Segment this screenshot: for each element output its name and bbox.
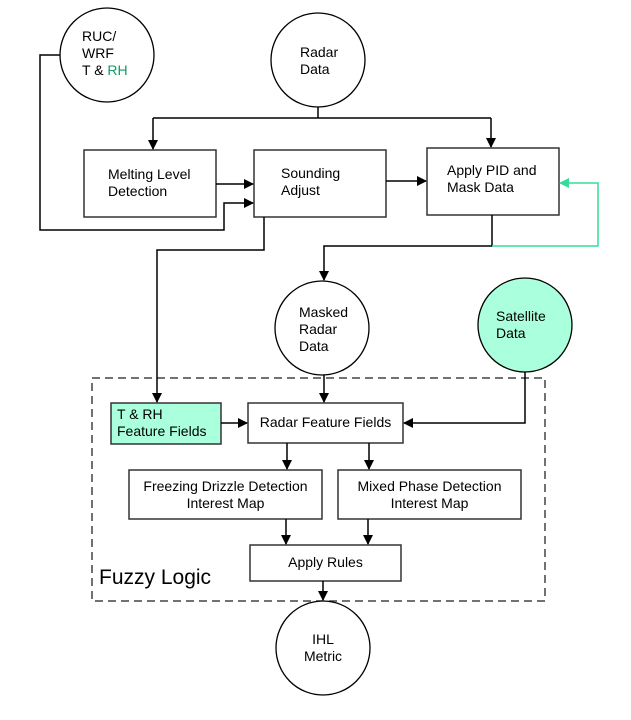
- masked-radar-label: Masked Radar Data: [299, 304, 348, 355]
- apply-pid-line2: Mask Data: [447, 179, 514, 195]
- ihl-metric-line2: Metric: [303, 648, 343, 664]
- freezing-drizzle-line1: Freezing Drizzle Detection: [143, 478, 308, 494]
- apply-pid-box: [426, 147, 560, 216]
- freezing-drizzle-label: Freezing Drizzle Detection Interest Map: [129, 478, 322, 512]
- apply-rules-line1: Apply Rules: [288, 554, 363, 570]
- masked-radar-line1: Masked: [299, 304, 349, 320]
- apply-pid-label: Apply PID and Mask Data: [447, 162, 537, 196]
- melting-level-line2: Detection: [108, 183, 168, 199]
- ruc-wrf-t-text: T &: [82, 62, 108, 78]
- radar-data-label: Radar Data: [300, 44, 338, 78]
- apply-rules-box: [249, 544, 402, 582]
- masked-radar-line2: Radar: [299, 321, 338, 337]
- ruc-wrf-label: RUC/ WRF T & RH: [82, 28, 128, 79]
- mixed-phase-label: Mixed Phase Detection Interest Map: [338, 478, 521, 512]
- trh-fields-line1: T & RH: [117, 406, 163, 422]
- arrow-sounding-to-trh: [152, 217, 265, 403]
- ruc-wrf-line1: RUC/: [82, 28, 117, 44]
- arrow-radar-split: [153, 107, 491, 119]
- apply-rules-label: Apply Rules: [250, 554, 401, 571]
- mixed-phase-line1: Mixed Phase Detection: [357, 478, 502, 494]
- fuzzy-logic-label: Fuzzy Logic: [99, 566, 212, 589]
- satellite-label: Satellite Data: [496, 308, 546, 342]
- ihl-metric-label: IHL Metric: [283, 631, 363, 665]
- sounding-adjust-line2: Adjust: [281, 182, 320, 198]
- arrow-satellite-to-radar-fields: [403, 372, 526, 428]
- melting-level-label: Melting Level Detection: [108, 166, 191, 200]
- masked-radar-line3: Data: [299, 338, 329, 354]
- radar-fields-line1: Radar Feature Fields: [259, 414, 392, 430]
- satellite-line1: Satellite: [496, 308, 546, 324]
- arrow-feedback-to-pid: [492, 178, 599, 247]
- masked-radar-node: [274, 280, 370, 376]
- arrow-ruc-to-sounding: [39, 54, 254, 231]
- ruc-wrf-line3: T & RH: [82, 62, 128, 79]
- arrow-pid-to-masked: [319, 215, 493, 281]
- mixed-phase-line2: Interest Map: [390, 495, 469, 511]
- ruc-wrf-line2: WRF: [82, 45, 114, 61]
- trh-fields-line2: Feature Fields: [117, 423, 207, 439]
- trh-fields-label: T & RH Feature Fields: [117, 406, 206, 440]
- sounding-adjust-label: Sounding Adjust: [281, 165, 340, 199]
- radar-fields-box: [247, 402, 404, 444]
- satellite-line2: Data: [496, 325, 526, 341]
- radar-data-line2: Data: [300, 61, 330, 77]
- trh-fields-box: [110, 402, 222, 445]
- ihl-metric-node: [275, 600, 371, 696]
- sounding-adjust-box: [253, 149, 387, 218]
- freezing-drizzle-box: [128, 469, 323, 520]
- melting-level-box: [83, 149, 217, 218]
- mixed-phase-box: [337, 469, 522, 520]
- radar-fields-label: Radar Feature Fields: [248, 414, 403, 431]
- ihl-metric-line1: IHL: [312, 631, 334, 647]
- melting-level-line1: Melting Level: [108, 166, 191, 182]
- sounding-adjust-line1: Sounding: [281, 165, 341, 181]
- radar-data-line1: Radar: [300, 44, 339, 60]
- apply-pid-line1: Apply PID and: [447, 162, 537, 178]
- freezing-drizzle-line2: Interest Map: [186, 495, 265, 511]
- ruc-wrf-rh-text: RH: [107, 62, 128, 78]
